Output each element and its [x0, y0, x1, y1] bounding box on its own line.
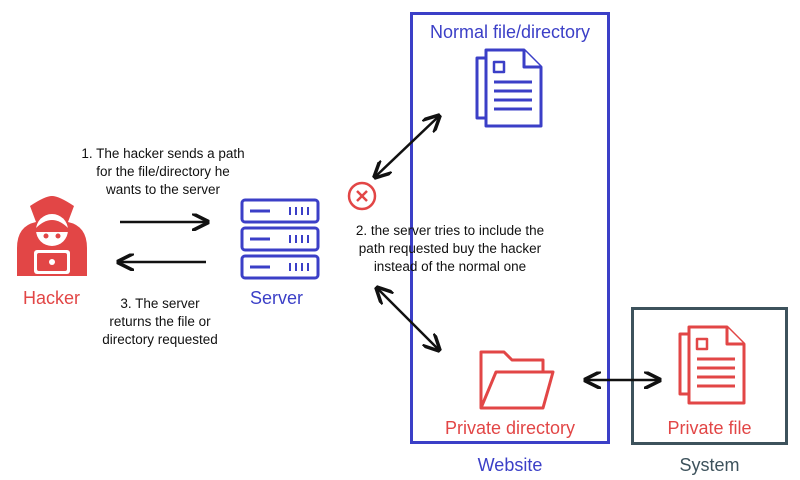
step3-line2: returns the file or — [109, 314, 211, 329]
step2-line3: instead of the normal one — [373, 259, 527, 274]
document-icon — [475, 48, 543, 128]
step1-line3: wants to the server — [105, 182, 221, 197]
private-document-icon — [678, 325, 746, 405]
step2-note: 2. the server tries to include the path … — [335, 222, 565, 276]
normal-file-label: Normal file/directory — [429, 22, 591, 42]
hacker-label: Hacker — [23, 288, 81, 308]
step3-line3: directory requested — [102, 332, 218, 347]
folder-icon — [479, 350, 555, 410]
website-label: Website — [477, 455, 543, 475]
website-boundary — [410, 12, 610, 444]
step1-line1: 1. The hacker sends a path — [81, 146, 245, 161]
arrow-server-normal-file — [376, 117, 438, 176]
step3-note: 3. The server returns the file or direct… — [85, 295, 235, 349]
step2-line1: 2. the server tries to include the — [355, 223, 545, 238]
server-label: Server — [250, 288, 304, 308]
private-file-label: Private file — [667, 418, 752, 438]
system-label: System — [679, 455, 740, 475]
hacker-icon — [17, 196, 87, 276]
step1-line2: for the file/directory he — [96, 164, 230, 179]
step3-line1: 3. The server — [120, 296, 200, 311]
step1-note: 1. The hacker sends a path for the file/… — [48, 145, 278, 199]
cross-icon — [347, 181, 377, 211]
private-directory-label: Private directory — [444, 418, 576, 438]
step2-line2: path requested buy the hacker — [358, 241, 542, 256]
server-icon — [240, 198, 320, 280]
arrow-server-private-directory — [378, 289, 438, 349]
